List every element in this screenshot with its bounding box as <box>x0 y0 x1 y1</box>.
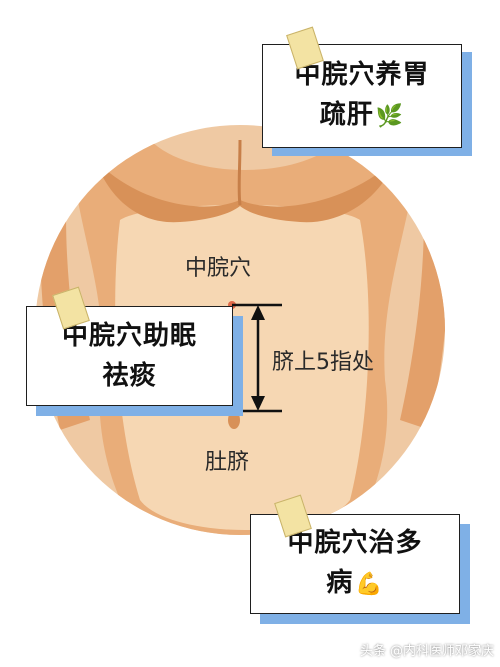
acupoint-label: 中脘穴 <box>185 256 252 281</box>
distance-label: 脐上5指处 <box>272 350 374 375</box>
note-top-right-line2: 疏肝 <box>319 100 374 130</box>
leaf-icon: 🌿 <box>375 104 405 129</box>
note-top-right: 中脘穴养胃 疏肝🌿 <box>262 44 462 148</box>
note-left-line2: 祛痰 <box>102 361 157 391</box>
flexed-bicep-icon: 💪 <box>355 572 384 597</box>
navel-label: 肚脐 <box>205 450 250 475</box>
sternum-line <box>237 139 242 206</box>
note-left: 中脘穴助眠 祛痰 <box>26 306 233 406</box>
note-bottom-right-line1: 中脘穴治多 <box>287 528 423 558</box>
watermark: 头条 @内科医师邓家庆 <box>359 644 494 659</box>
note-left-line1: 中脘穴助眠 <box>61 321 197 351</box>
note-top-right-line2-row: 疏肝🌿 <box>294 95 429 137</box>
note-bottom-right: 中脘穴治多 病💪 <box>250 514 460 614</box>
note-top-right-line1: 中脘穴养胃 <box>294 60 430 90</box>
note-bottom-right-line2: 病 <box>326 568 354 598</box>
note-bottom-right-line2-row: 病💪 <box>287 563 422 605</box>
chest-shadow <box>95 160 395 223</box>
